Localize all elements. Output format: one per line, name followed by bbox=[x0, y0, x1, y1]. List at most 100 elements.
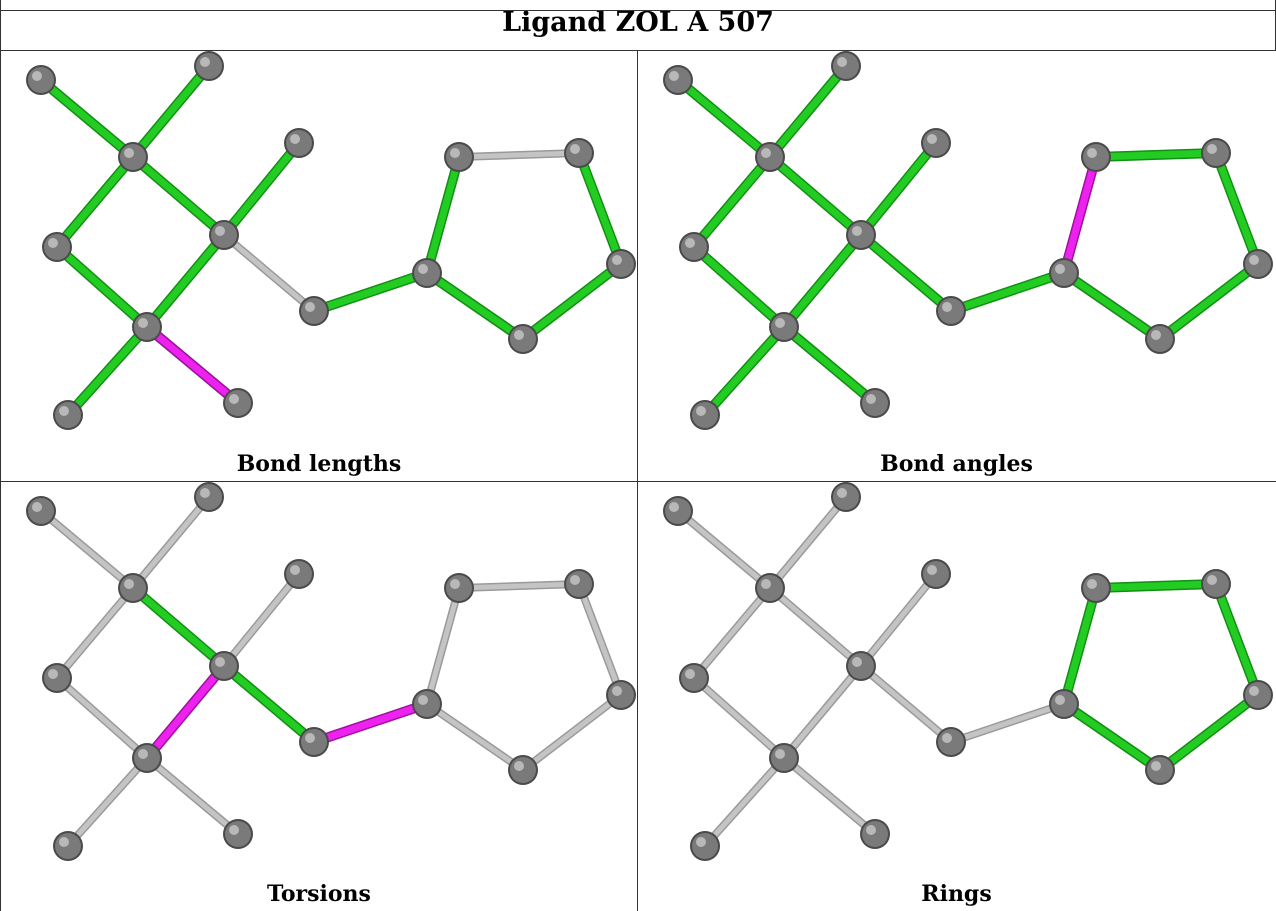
atom bbox=[1203, 571, 1229, 597]
atom-highlight bbox=[852, 226, 862, 236]
atom bbox=[1147, 326, 1173, 352]
atom bbox=[1203, 140, 1229, 166]
atom-highlight bbox=[418, 695, 428, 705]
atom-highlight bbox=[450, 148, 460, 158]
atom bbox=[566, 140, 592, 166]
atom bbox=[55, 833, 81, 859]
atom bbox=[665, 498, 691, 524]
atom bbox=[446, 575, 472, 601]
atom-highlight bbox=[1249, 255, 1259, 265]
atom bbox=[414, 260, 440, 286]
table-header: Ligand ZOL A 507 bbox=[0, 0, 1276, 51]
atom-highlight bbox=[685, 669, 695, 679]
molecule-bond-lengths bbox=[26, 51, 636, 430]
panel-rings: Rings bbox=[638, 482, 1275, 911]
bond-green bbox=[423, 153, 463, 277]
atom bbox=[225, 390, 251, 416]
atom bbox=[120, 575, 146, 601]
atom bbox=[1051, 260, 1077, 286]
bond-gray bbox=[221, 232, 317, 314]
bond-gray bbox=[54, 585, 136, 681]
atom-highlight bbox=[669, 502, 679, 512]
atom bbox=[414, 691, 440, 717]
atom bbox=[286, 130, 312, 156]
bond-green bbox=[37, 76, 137, 161]
bond-gray bbox=[456, 150, 582, 160]
bond-green bbox=[53, 243, 151, 331]
bond-green bbox=[766, 62, 850, 161]
bond-magenta bbox=[143, 323, 242, 407]
atom-highlight bbox=[48, 669, 58, 679]
bond-green bbox=[1092, 580, 1220, 592]
atom bbox=[301, 729, 327, 755]
atom bbox=[134, 314, 160, 340]
atom-highlight bbox=[1087, 148, 1097, 158]
bond-green bbox=[947, 269, 1068, 315]
bond-green bbox=[1060, 700, 1164, 774]
bond-gray bbox=[221, 571, 302, 669]
column-divider bbox=[637, 50, 638, 911]
atom-highlight bbox=[290, 565, 300, 575]
bond-gray bbox=[858, 571, 939, 669]
bond-gray bbox=[424, 585, 462, 707]
bond-green bbox=[857, 231, 955, 315]
row-divider bbox=[0, 481, 1276, 482]
atom-highlight bbox=[215, 657, 225, 667]
atom-highlight bbox=[59, 406, 69, 416]
atom bbox=[44, 665, 70, 691]
bond-gray bbox=[456, 581, 582, 591]
bond-green bbox=[220, 662, 318, 746]
bond-green bbox=[129, 584, 228, 670]
bond-gray bbox=[54, 675, 150, 761]
bond-green bbox=[423, 269, 527, 343]
bond-green bbox=[1156, 691, 1262, 774]
atom bbox=[771, 314, 797, 340]
atom-highlight bbox=[215, 226, 225, 236]
atom-highlight bbox=[305, 733, 315, 743]
bond-gray bbox=[675, 508, 773, 591]
atom bbox=[134, 745, 160, 771]
atom bbox=[28, 67, 54, 93]
atom bbox=[301, 298, 327, 324]
atom-highlight bbox=[48, 238, 58, 248]
atom bbox=[938, 298, 964, 324]
atom-highlight bbox=[290, 134, 300, 144]
atom bbox=[510, 326, 536, 352]
bond-green bbox=[780, 323, 879, 407]
atom bbox=[608, 251, 634, 277]
atom bbox=[1051, 691, 1077, 717]
atom-highlight bbox=[200, 57, 210, 67]
atom bbox=[757, 575, 783, 601]
atom bbox=[833, 484, 859, 510]
atom-highlight bbox=[942, 733, 952, 743]
bond-gray bbox=[691, 675, 787, 761]
atom bbox=[771, 745, 797, 771]
atom bbox=[196, 484, 222, 510]
ligand-title: Ligand ZOL A 507 bbox=[502, 7, 774, 38]
atom-highlight bbox=[696, 837, 706, 847]
bond-green bbox=[1212, 149, 1262, 268]
bond-gray bbox=[691, 585, 773, 681]
atom bbox=[681, 665, 707, 691]
bond-gray bbox=[130, 494, 212, 591]
bond-green bbox=[1156, 260, 1262, 343]
atom-highlight bbox=[1207, 575, 1217, 585]
atom-highlight bbox=[124, 148, 134, 158]
atom-highlight bbox=[761, 148, 771, 158]
atom bbox=[566, 571, 592, 597]
atom bbox=[692, 402, 718, 428]
bond-green bbox=[1060, 584, 1100, 708]
caption-torsions: Torsions bbox=[267, 881, 371, 907]
atom-highlight bbox=[418, 264, 428, 274]
atom bbox=[1083, 575, 1109, 601]
top-border bbox=[0, 10, 1276, 11]
atom-highlight bbox=[570, 144, 580, 154]
atom bbox=[923, 561, 949, 587]
atom-highlight bbox=[837, 488, 847, 498]
bond-green bbox=[857, 139, 940, 239]
bond-green bbox=[674, 76, 774, 161]
atom bbox=[196, 53, 222, 79]
atom bbox=[1245, 682, 1271, 708]
bond-green bbox=[766, 153, 865, 239]
atom bbox=[1147, 757, 1173, 783]
